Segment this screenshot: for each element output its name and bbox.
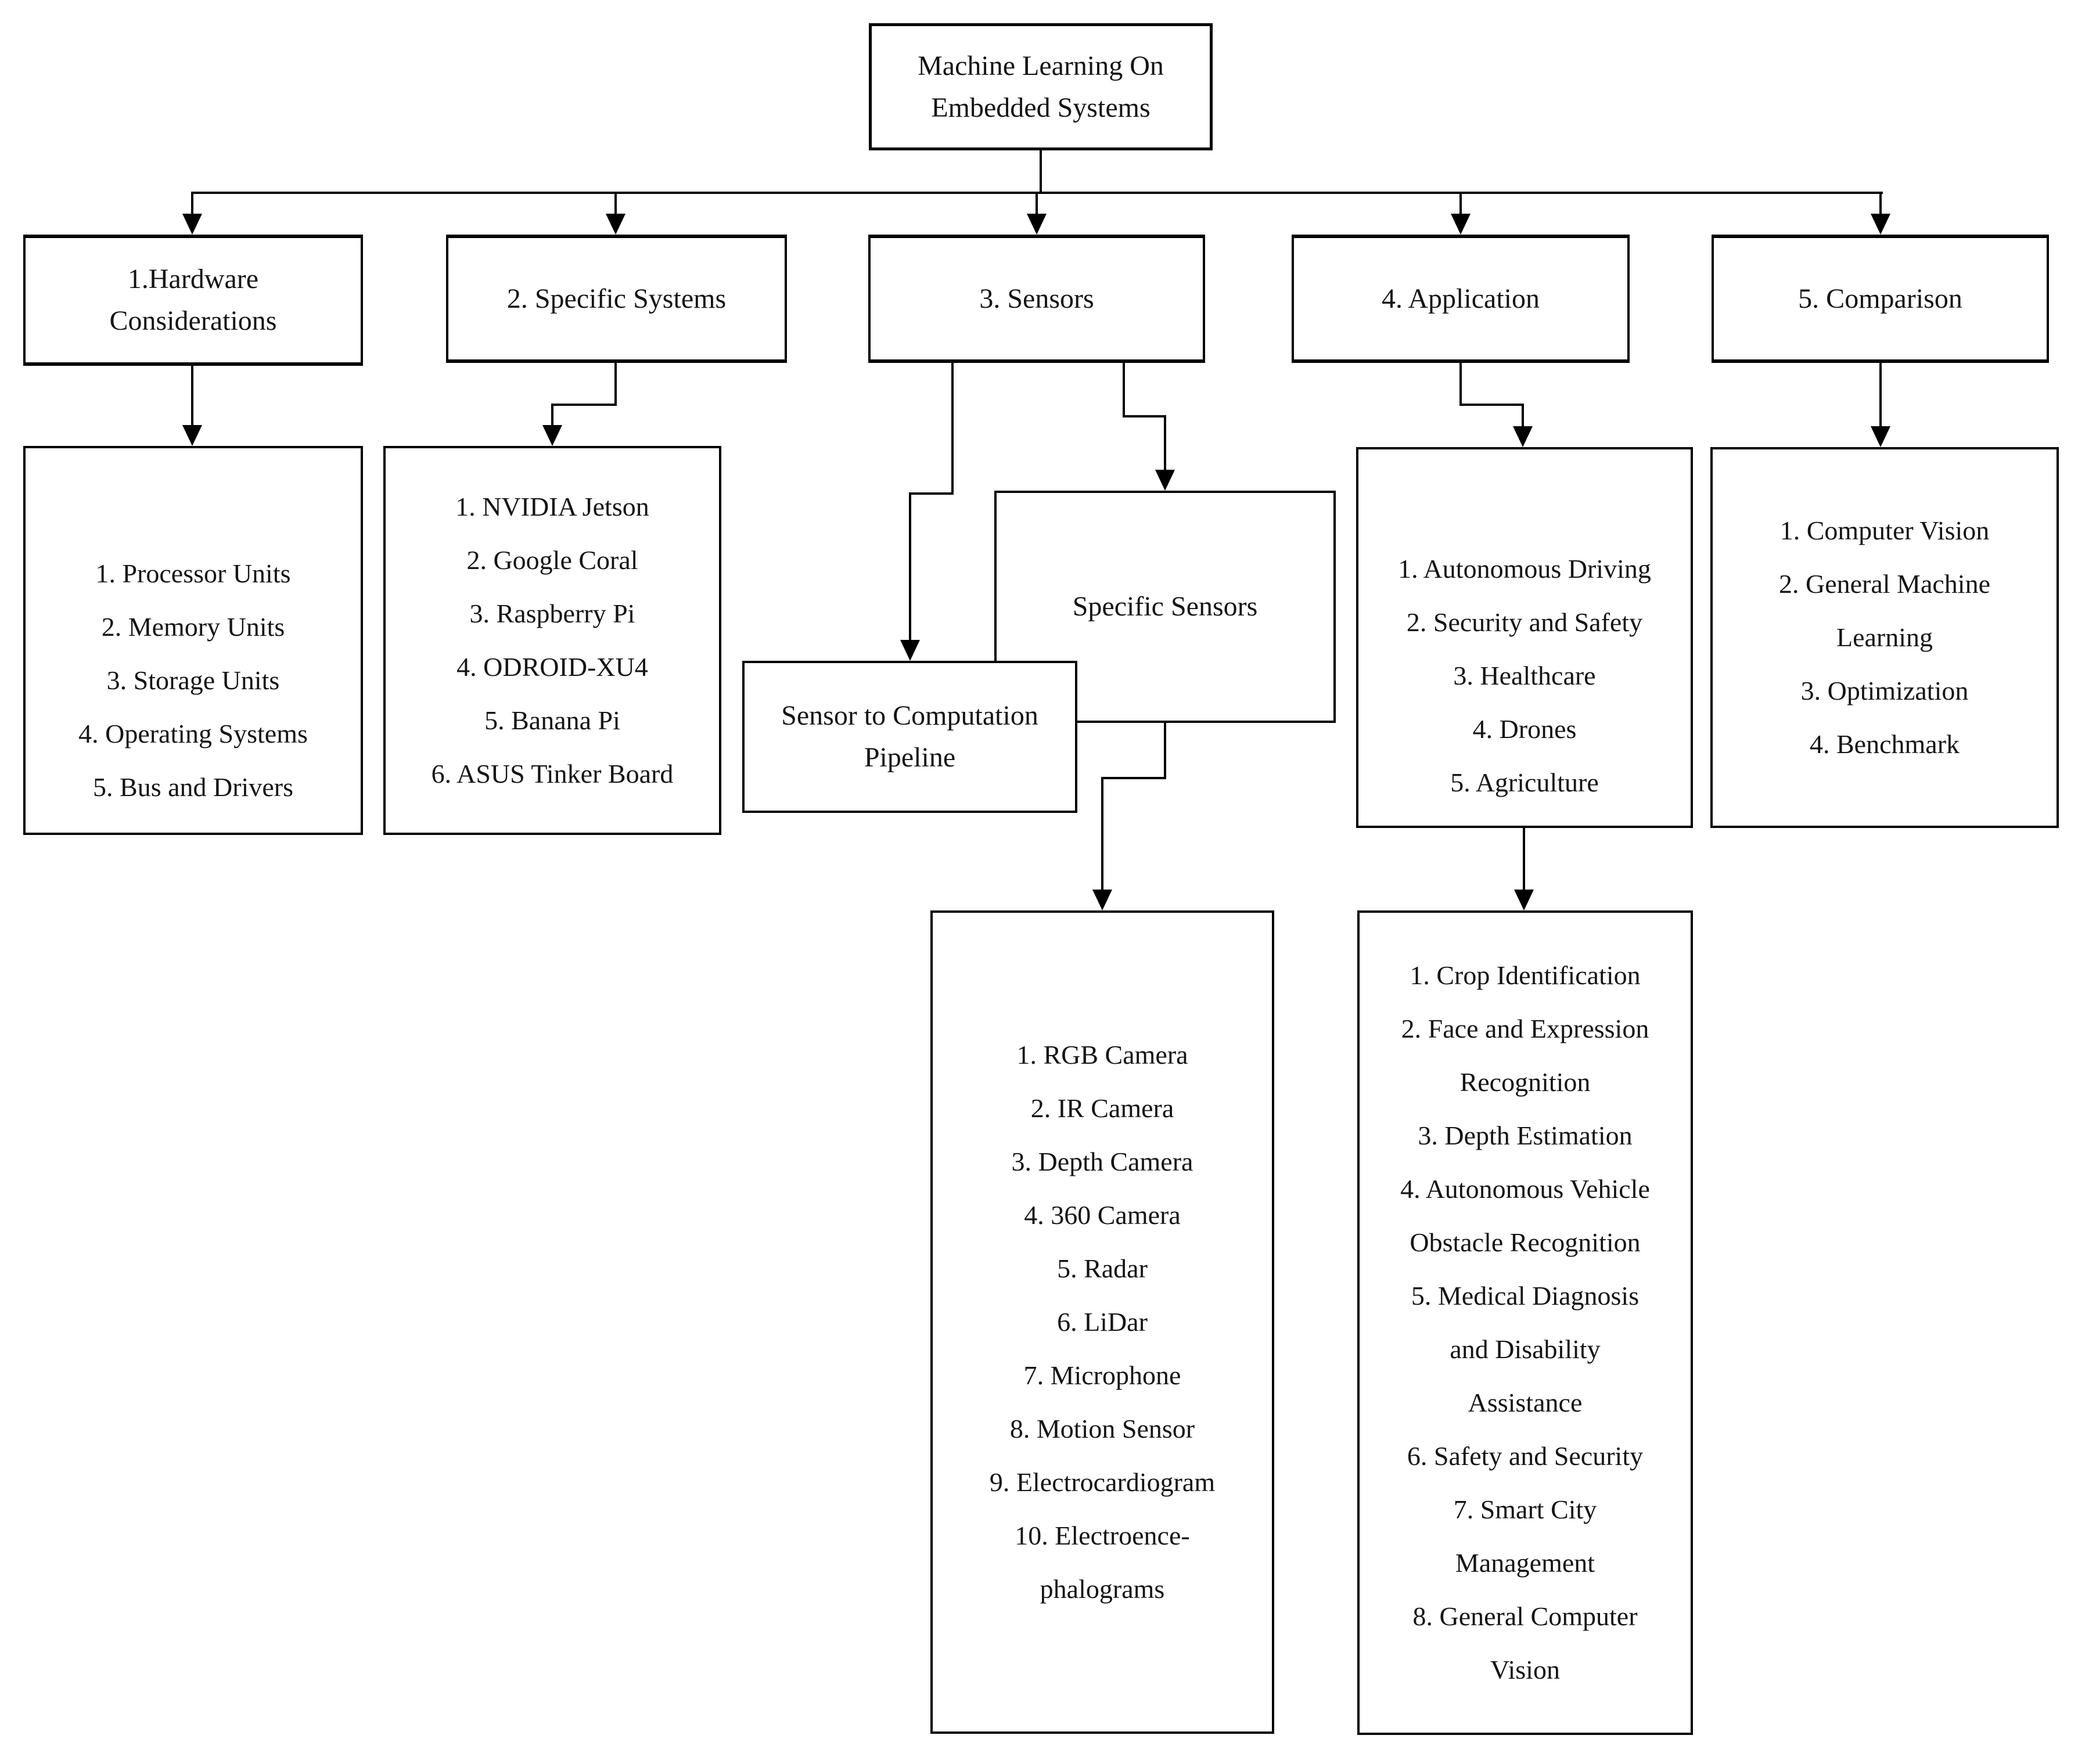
- sensor-pipeline-label: Sensor to Computation Pipeline: [781, 700, 1038, 773]
- list-item: 6. LiDar: [1057, 1307, 1148, 1337]
- arrow-down-icon: [182, 425, 202, 446]
- branch-hardware-node: 1.Hardware Considerations: [23, 235, 363, 366]
- branch-specific-systems-label: 2. Specific Systems: [506, 283, 727, 314]
- specific-sensors-list-node: 1. RGB Camera 2. IR Camera 3. Depth Came…: [930, 910, 1274, 1734]
- root-node: Machine Learning On Embedded Systems: [869, 23, 1213, 150]
- list-item: 1. Crop Identification: [1410, 960, 1641, 990]
- list-item: 1. Autonomous Driving: [1398, 554, 1651, 584]
- list-item: 1. Processor Units: [95, 559, 291, 588]
- arrow-down-icon: [1871, 426, 1890, 447]
- connector-drop-sensors: [1036, 192, 1038, 216]
- list-item: 7. Microphone: [1023, 1360, 1181, 1390]
- list-item: 4. Autonomous Vehicle Obstacle Recogniti…: [1400, 1174, 1650, 1257]
- arrow-down-icon: [1514, 890, 1534, 910]
- list-item: 5. Radar: [1057, 1254, 1148, 1283]
- comparison-list-node: 1. Computer Vision 2. General Machine Le…: [1710, 447, 2059, 828]
- connector-application-list-a: [1459, 363, 1462, 406]
- connector-sensors-pipeline-b: [909, 492, 954, 495]
- list-item: 6. ASUS Tinker Board: [431, 759, 674, 789]
- connector-sensors-pipeline-c: [909, 492, 911, 641]
- list-item: 6. Safety and Security: [1407, 1441, 1644, 1471]
- arrow-down-icon: [606, 214, 625, 235]
- list-item: 2. Memory Units: [101, 612, 285, 642]
- list-item: 4. Drones: [1472, 714, 1577, 744]
- list-item: 8. General Computer Vision: [1412, 1601, 1638, 1684]
- list-item: 2. Face and Expression Recognition: [1401, 1014, 1649, 1097]
- list-item: 1. NVIDIA Jetson: [455, 492, 649, 521]
- list-item: 3. Depth Camera: [1011, 1147, 1193, 1176]
- branch-application-node: 4. Application: [1292, 235, 1630, 363]
- branch-specific-systems-node: 2. Specific Systems: [446, 235, 787, 363]
- list-item: 1. Computer Vision: [1779, 516, 1990, 545]
- list-item: 1. RGB Camera: [1016, 1040, 1188, 1070]
- connector-application-sublist: [1523, 828, 1525, 892]
- list-item: 3. Storage Units: [106, 665, 280, 695]
- connector-systems-list-c: [551, 404, 553, 428]
- arrow-down-icon: [1092, 890, 1112, 910]
- list-item: 9. Electrocardiogram: [989, 1467, 1216, 1497]
- list-item: 3. Raspberry Pi: [469, 599, 635, 628]
- connector-root-stem: [1040, 149, 1042, 194]
- root-node-label: Machine Learning On Embedded Systems: [918, 50, 1164, 123]
- connector-specific-sensorslist-a: [1164, 723, 1166, 779]
- list-item: 2. Google Coral: [466, 545, 638, 575]
- branch-comparison-label: 5. Comparison: [1798, 283, 1962, 314]
- arrow-down-icon: [1155, 470, 1175, 491]
- connector-specific-sensorslist-b: [1101, 777, 1166, 779]
- application-sublist-node: 1. Crop Identification 2. Face and Expre…: [1357, 910, 1693, 1735]
- list-item: 7. Smart City Management: [1453, 1495, 1597, 1578]
- connector-comparison-list: [1879, 363, 1882, 429]
- branch-hardware-label: 1.Hardware Considerations: [109, 264, 277, 336]
- list-item: 5. Bus and Drivers: [93, 772, 293, 802]
- connector-sensors-specific-a: [1123, 363, 1125, 417]
- hardware-list-node: 1. Processor Units 2. Memory Units 3. St…: [23, 446, 363, 835]
- connector-sensors-specific-c: [1164, 415, 1166, 471]
- list-item: 4. 360 Camera: [1024, 1200, 1181, 1230]
- specific-sensors-label: Specific Sensors: [1072, 591, 1258, 622]
- branch-sensors-node: 3. Sensors: [868, 235, 1205, 363]
- connector-sensors-pipeline-a: [951, 363, 954, 495]
- connector-drop-comparison: [1879, 192, 1882, 216]
- list-item: 2. General Machine Learning: [1778, 569, 1990, 652]
- connector-drop-hardware: [191, 192, 193, 216]
- list-item: 8. Motion Sensor: [1009, 1414, 1195, 1443]
- connector-sensors-specific-b: [1123, 415, 1166, 417]
- sensor-pipeline-node: Sensor to Computation Pipeline: [742, 661, 1077, 813]
- list-item: 3. Optimization: [1800, 676, 1969, 705]
- branch-comparison-node: 5. Comparison: [1712, 235, 2049, 363]
- arrow-down-icon: [1513, 426, 1533, 447]
- arrow-down-icon: [542, 425, 562, 446]
- arrow-down-icon: [1871, 214, 1890, 235]
- list-item: 4. ODROID-XU4: [456, 652, 648, 682]
- connector-application-list-b: [1459, 404, 1524, 406]
- arrow-down-icon: [1027, 214, 1047, 235]
- arrow-down-icon: [182, 214, 202, 235]
- application-list-node: 1. Autonomous Driving 2. Security and Sa…: [1356, 447, 1693, 828]
- connector-drop-application: [1459, 192, 1462, 216]
- list-item: 4. Benchmark: [1809, 729, 1960, 759]
- connector-drop-systems: [614, 192, 617, 216]
- specific-systems-list-node: 1. NVIDIA Jetson 2. Google Coral 3. Rasp…: [383, 446, 721, 835]
- arrow-down-icon: [1451, 214, 1471, 235]
- connector-application-list-c: [1522, 404, 1524, 429]
- list-item: 4. Operating Systems: [78, 719, 308, 748]
- connector-systems-list-a: [614, 363, 617, 406]
- list-item: 5. Banana Pi: [484, 705, 620, 735]
- list-item: 10. Electroence- phalograms: [1015, 1521, 1190, 1604]
- list-item: 2. Security and Safety: [1406, 607, 1643, 637]
- branch-application-label: 4. Application: [1382, 283, 1540, 314]
- list-item: 3. Depth Estimation: [1418, 1121, 1633, 1150]
- connector-systems-list-b: [551, 404, 617, 406]
- arrow-down-icon: [900, 640, 920, 661]
- list-item: 3. Healthcare: [1453, 661, 1596, 690]
- connector-specific-sensorslist-c: [1101, 777, 1103, 891]
- branch-sensors-label: 3. Sensors: [979, 283, 1094, 314]
- list-item: 5. Agriculture: [1450, 768, 1599, 797]
- connector-hardware-list: [191, 366, 193, 427]
- list-item: 2. IR Camera: [1030, 1093, 1174, 1123]
- list-item: 5. Medical Diagnosis and Disability Assi…: [1411, 1281, 1640, 1417]
